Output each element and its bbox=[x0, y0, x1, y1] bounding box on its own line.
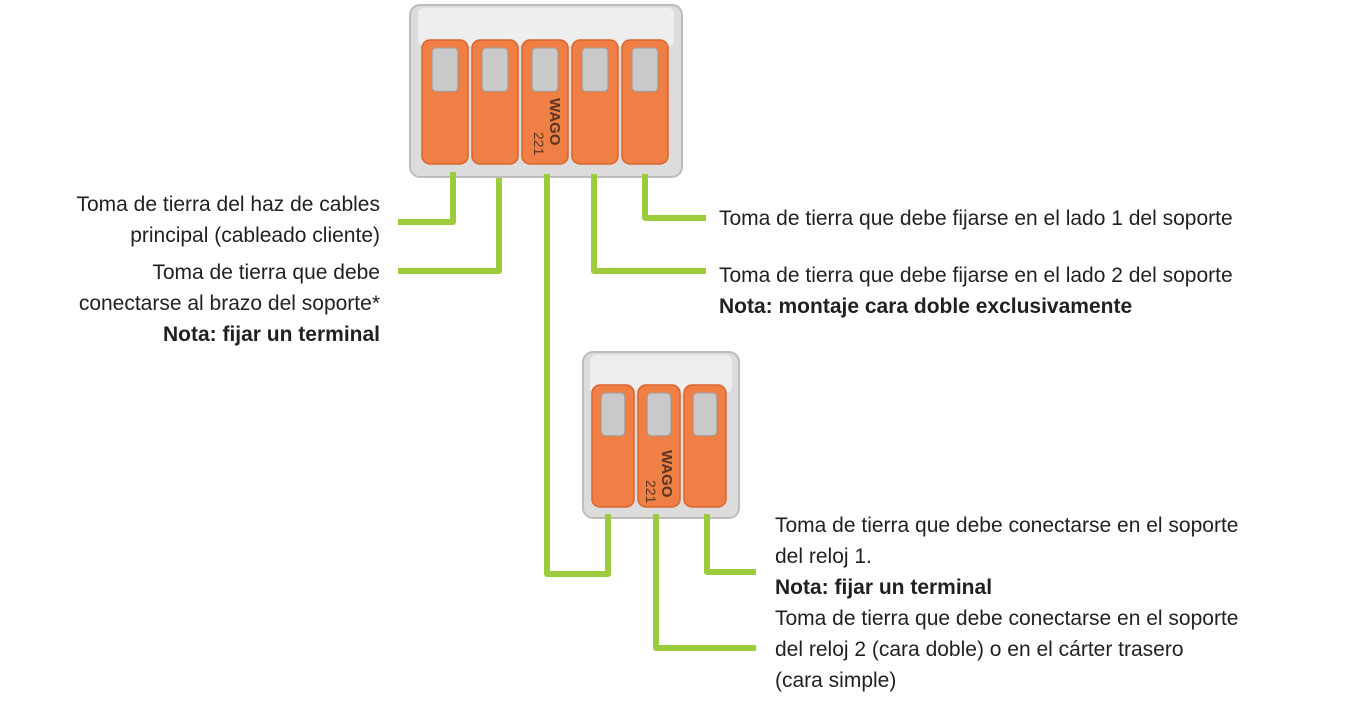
connector-large-lever-slot-2 bbox=[481, 47, 509, 92]
label-clock-1: Toma de tierra que debe conectarse en el… bbox=[775, 510, 1238, 603]
wire-small-connector-feed bbox=[544, 174, 611, 577]
label-clock-2-line-2: del reloj 2 (cara doble) o en el cárter … bbox=[775, 638, 1184, 661]
label-main-harness-line-1: Toma de tierra del haz de cables bbox=[76, 193, 380, 216]
wire-support-arm bbox=[398, 178, 502, 274]
connector-large-lever-slot-1 bbox=[431, 47, 459, 92]
wire-support-side-1 bbox=[642, 174, 706, 221]
label-support-side-2: Toma de tierra que debe fijarse en el la… bbox=[719, 260, 1233, 322]
label-clock-1-note: Nota: fijar un terminal bbox=[775, 576, 993, 599]
label-support-side-1: Toma de tierra que debe fijarse en el la… bbox=[719, 203, 1233, 234]
connector-large: WAGO 221 bbox=[409, 4, 683, 178]
connector-large-lever-slot-3 bbox=[531, 47, 559, 92]
label-support-arm-note: Nota: fijar un terminal bbox=[162, 323, 380, 346]
wire-main-harness bbox=[398, 172, 456, 225]
label-support-side-2-line-1: Toma de tierra que debe fijarse en el la… bbox=[719, 264, 1233, 287]
connector-large-brand: WAGO bbox=[546, 98, 563, 146]
label-support-arm: Toma de tierra que debe conectarse al br… bbox=[79, 257, 380, 350]
label-main-harness-line-2: principal (cableado cliente) bbox=[130, 224, 380, 247]
label-main-harness: Toma de tierra del haz de cables princip… bbox=[76, 189, 380, 251]
connector-small-top bbox=[590, 355, 732, 393]
connector-small-lever-slot-2 bbox=[646, 392, 672, 437]
connector-small: WAGO 221 bbox=[582, 351, 740, 519]
label-clock-2-line-3: (cara simple) bbox=[775, 669, 897, 692]
connector-small-lever-slot-1 bbox=[600, 392, 626, 437]
connector-large-lever-slot-5 bbox=[631, 47, 659, 92]
label-support-side-1-line-1: Toma de tierra que debe fijarse en el la… bbox=[719, 207, 1233, 230]
label-clock-2-line-1: Toma de tierra que debe conectarse en el… bbox=[775, 607, 1239, 630]
connector-large-levers bbox=[421, 39, 669, 165]
label-support-arm-line-1: Toma de tierra que debe bbox=[152, 261, 380, 284]
connector-small-lever-slot-3 bbox=[692, 392, 718, 437]
connector-large-lever-slot-4 bbox=[581, 47, 609, 92]
wire-clock-1 bbox=[704, 514, 756, 575]
connector-large-model: 221 bbox=[531, 132, 547, 156]
connector-small-brand: WAGO bbox=[658, 450, 675, 498]
label-support-arm-line-2: conectarse al brazo del soporte* bbox=[78, 292, 380, 315]
wire-support-side-2 bbox=[591, 174, 706, 274]
label-clock-1-line-2: del reloj 1. bbox=[775, 545, 872, 568]
wire-clock-2 bbox=[653, 514, 756, 651]
label-clock-2: Toma de tierra que debe conectarse en el… bbox=[775, 603, 1238, 696]
connector-small-levers bbox=[591, 384, 727, 508]
connector-small-model: 221 bbox=[643, 480, 659, 504]
label-support-side-2-note: Nota: montaje cara doble exclusivamente bbox=[719, 295, 1133, 318]
connector-large-top bbox=[418, 8, 674, 46]
label-clock-1-line-1: Toma de tierra que debe conectarse en el… bbox=[775, 514, 1239, 537]
